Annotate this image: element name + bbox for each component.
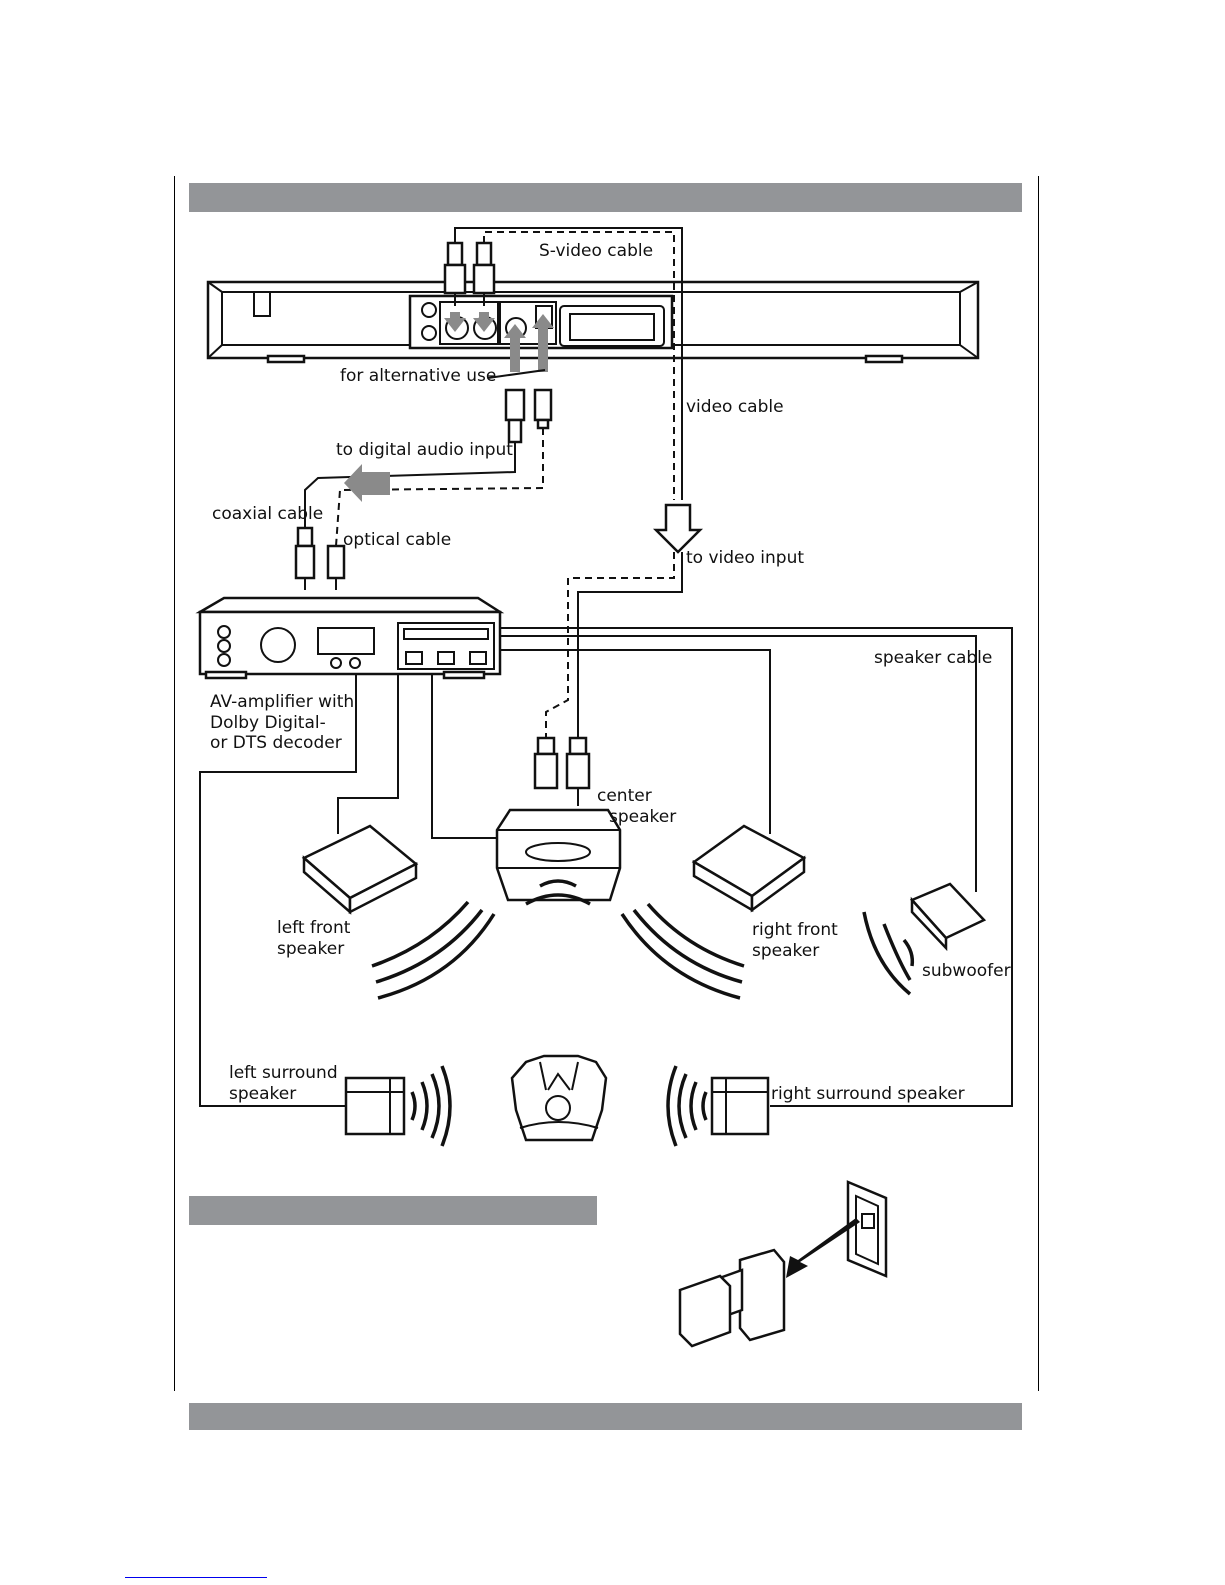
label-center-line1: center <box>597 786 652 806</box>
optical-plug-amp <box>328 546 344 590</box>
label-left-surround-line1: left surround <box>229 1063 338 1083</box>
label-amplifier-line1: AV-amplifier with <box>210 692 354 712</box>
label-amplifier-line3: or DTS decoder <box>210 733 342 753</box>
coaxial-plug-player <box>506 390 524 442</box>
label-coaxial-cable: coaxial cable <box>212 504 323 524</box>
label-right-front-line2: speaker <box>752 941 819 961</box>
label-right-front-line1: right front <box>752 920 838 940</box>
left-arrow-digital-audio <box>344 464 390 502</box>
label-left-front-line1: left front <box>277 918 351 938</box>
label-to-digital-audio-input: to digital audio input <box>336 440 513 460</box>
listener <box>512 1056 606 1140</box>
label-right-surround: right surround speaker <box>771 1084 965 1104</box>
label-speaker-cable: speaker cable <box>874 648 992 668</box>
right-surround-speaker <box>668 1066 768 1146</box>
label-svideo-cable: S-video cable <box>539 241 653 261</box>
label-video-cable: video cable <box>686 397 784 417</box>
label-amplifier-line2: Dolby Digital- <box>210 713 326 733</box>
av-amplifier <box>200 598 500 678</box>
left-surround-speaker <box>346 1066 450 1146</box>
label-left-surround-line2: speaker <box>229 1084 296 1104</box>
label-center-line2: speaker <box>609 807 676 827</box>
down-arrow-video-input <box>656 505 700 552</box>
label-subwoofer: subwoofer <box>922 961 1011 981</box>
label-to-video-input: to video input <box>686 548 804 568</box>
label-left-front-line2: speaker <box>277 939 344 959</box>
left-front-speaker <box>304 826 494 998</box>
optical-plug-player <box>535 390 551 428</box>
right-front-speaker <box>622 826 804 998</box>
coaxial-plug-amp <box>296 528 314 590</box>
dvd-player <box>208 282 978 362</box>
center-speaker <box>497 738 620 904</box>
plug-insertion-illustration <box>680 1182 886 1346</box>
label-optical-cable: optical cable <box>343 530 451 550</box>
label-for-alternative-use: for alternative use <box>340 366 496 386</box>
